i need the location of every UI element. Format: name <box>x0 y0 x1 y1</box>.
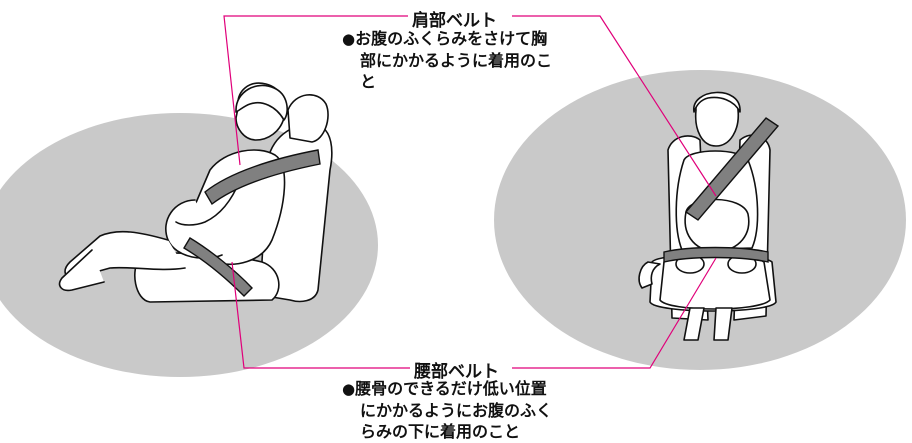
shoulder-belt-title: 肩部ベルト <box>412 11 497 31</box>
shoulder-leader-left <box>223 15 408 166</box>
lower-leg <box>58 249 105 292</box>
front-leg-left <box>683 307 705 341</box>
shoulder-belt-note: ●お腹のふくらみをさけて胸 部にかかるように着用のこ と <box>342 28 552 92</box>
lap-belt-title: 腰部ベルト <box>414 362 499 382</box>
shoulder-leader-right <box>512 15 717 197</box>
headrest <box>287 94 329 143</box>
lap-note-line-3: らみの下に着用のこと <box>360 422 521 441</box>
leader-lines <box>223 15 717 369</box>
lap-note-line-2: にかかるようにお腹のふく <box>360 401 553 420</box>
lap-leader-left <box>231 261 410 369</box>
side-lap-belt <box>183 237 253 297</box>
shoulder-note-line-2: 部にかかるように着用のこ <box>360 51 553 70</box>
lap-belt-note: ●腰骨のできるだけ低い位置 にかかるようにお腹のふく らみの下に着用のこと <box>342 378 552 442</box>
front-lap-belt <box>663 246 769 263</box>
front-leg-right <box>713 307 733 341</box>
hair <box>235 84 288 121</box>
lap-note-line-1: ●腰骨のできるだけ低い位置 <box>342 379 547 398</box>
side-shoulder-belt <box>204 149 321 206</box>
shoulder-note-line-1: ●お腹のふくらみをさけて胸 <box>342 29 548 48</box>
shoulder-note-line-3: と <box>360 72 377 91</box>
buckle <box>638 261 661 289</box>
front-hair <box>693 91 741 113</box>
front-shoulder-belt <box>684 117 780 221</box>
lap-leader-right <box>512 257 717 369</box>
front-view-figure <box>638 91 777 341</box>
